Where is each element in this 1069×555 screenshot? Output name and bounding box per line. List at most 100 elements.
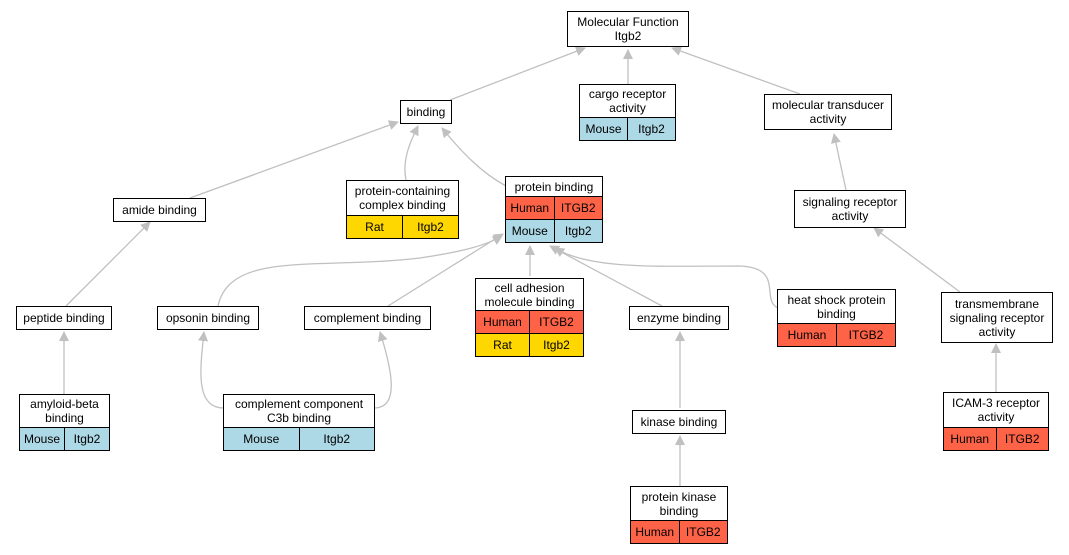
- species-cell-human: Human: [631, 521, 679, 543]
- node-protein-kinase-binding[interactable]: protein kinase binding Human ITGB2: [630, 486, 728, 544]
- node-binding[interactable]: binding: [400, 100, 452, 124]
- gene-cell: ITGB2: [529, 311, 583, 333]
- node-cell-adhesion-molecule-binding[interactable]: cell adhesion molecule binding Human ITG…: [475, 278, 584, 357]
- gene-cell: Itgb2: [298, 428, 374, 450]
- gene-cell: Itgb2: [627, 118, 675, 140]
- node-title: protein-containing complex binding: [347, 181, 458, 215]
- edge-peptide-binding-to-amide-binding: [65, 221, 151, 307]
- species-cell-human: Human: [944, 428, 996, 450]
- species-row: Mouse Itgb2: [506, 219, 602, 242]
- species-row: Mouse Itgb2: [580, 117, 675, 140]
- gene-cell: ITGB2: [836, 324, 895, 346]
- node-protein-containing-complex-binding[interactable]: protein-containing complex binding Rat I…: [346, 180, 459, 239]
- node-title: Molecular Function Itgb2: [568, 12, 688, 46]
- node-label-line: signaling receptor: [949, 310, 1045, 325]
- node-title: complement component C3b binding: [224, 395, 374, 427]
- node-opsonin-binding[interactable]: opsonin binding: [157, 306, 259, 330]
- species-cell-human: Human: [506, 197, 554, 219]
- node-label-line: amide binding: [122, 203, 197, 217]
- node-enzyme-binding[interactable]: enzyme binding: [629, 306, 729, 330]
- species-row: Rat Itgb2: [347, 215, 458, 238]
- node-label-line: kinase binding: [640, 415, 718, 429]
- gene-cell: Itgb2: [402, 216, 458, 238]
- node-label-line: Itgb2: [614, 29, 642, 43]
- edge-binding-to-molecular-function: [449, 46, 586, 101]
- node-peptide-binding[interactable]: peptide binding: [16, 306, 112, 330]
- edge-signaling-receptor-activity-to-molecular-transducer-activity: [830, 133, 847, 191]
- edge-protein-containing-complex-binding-to-binding: [404, 125, 419, 181]
- node-title: transmembrane signaling receptor activit…: [942, 293, 1052, 342]
- node-transmembrane-signaling-receptor-activity[interactable]: transmembrane signaling receptor activit…: [941, 292, 1053, 343]
- node-complement-component-c3b-binding[interactable]: complement component C3b binding Mouse I…: [223, 394, 375, 451]
- node-title: opsonin binding: [158, 307, 258, 329]
- edge-molecular-transducer-activity-to-molecular-function: [671, 46, 801, 95]
- gene-cell: Itgb2: [64, 428, 109, 450]
- node-label-line: binding: [817, 306, 856, 321]
- node-label-line: ICAM-3 receptor: [951, 396, 1041, 410]
- edge-complement-component-c3b-binding-to-opsonin-binding: [198, 331, 225, 409]
- node-label-line: activity: [831, 209, 869, 223]
- edge-enzyme-binding-to-protein-binding: [549, 245, 663, 307]
- node-label-line: cell adhesion: [494, 280, 565, 295]
- node-title: complement binding: [305, 307, 430, 329]
- node-title: peptide binding: [17, 307, 111, 329]
- node-amide-binding[interactable]: amide binding: [113, 198, 206, 222]
- node-kinase-binding[interactable]: kinase binding: [632, 410, 726, 434]
- node-label-line: activity: [609, 101, 646, 115]
- species-row: Human ITGB2: [506, 196, 602, 219]
- node-title: signaling receptor activity: [795, 191, 905, 227]
- edge-protein-binding-to-binding: [441, 127, 507, 187]
- node-title: kinase binding: [633, 411, 725, 433]
- species-row: Mouse Itgb2: [224, 427, 374, 450]
- node-label-line: protein binding: [514, 179, 594, 194]
- node-label-line: molecule binding: [484, 294, 575, 309]
- node-label-line: opsonin binding: [165, 311, 251, 325]
- species-cell-human: Human: [476, 311, 529, 333]
- node-cargo-receptor-activity[interactable]: cargo receptor activity Mouse Itgb2: [579, 84, 676, 141]
- edge-amide-binding-to-binding: [189, 120, 399, 199]
- species-cell-rat: Rat: [347, 216, 402, 238]
- node-label-line: binding: [45, 411, 84, 425]
- species-row: Human ITGB2: [944, 427, 1048, 450]
- node-label-line: heat shock protein: [787, 292, 886, 307]
- node-label-line: binding: [406, 105, 446, 119]
- species-row: Human ITGB2: [778, 323, 895, 346]
- node-label-line: complement component: [234, 397, 364, 411]
- edge-heat-shock-protein-binding-to-protein-binding: [554, 247, 779, 309]
- species-cell-mouse: Mouse: [224, 428, 299, 450]
- node-signaling-receptor-activity[interactable]: signaling receptor activity: [794, 190, 906, 228]
- species-cell-human: Human: [778, 324, 836, 346]
- node-label-line: complex binding: [359, 198, 446, 212]
- node-title: ICAM-3 receptor activity: [944, 393, 1048, 427]
- node-complement-binding[interactable]: complement binding: [304, 306, 431, 330]
- node-protein-binding[interactable]: protein binding Human ITGB2 Mouse Itgb2: [505, 176, 603, 243]
- species-row: Human ITGB2: [476, 310, 583, 333]
- gene-cell: ITGB2: [553, 197, 602, 219]
- species-cell-rat: Rat: [476, 334, 529, 356]
- edge-complement-binding-to-protein-binding: [387, 233, 504, 307]
- node-label-line: activity: [809, 112, 847, 126]
- node-title: heat shock protein binding: [778, 290, 895, 323]
- node-molecular-transducer-activity[interactable]: molecular transducer activity: [764, 94, 892, 130]
- node-title: protein binding: [506, 177, 602, 196]
- node-amyloid-beta-binding[interactable]: amyloid-beta binding Mouse Itgb2: [19, 394, 110, 451]
- node-icam3-receptor-activity[interactable]: ICAM-3 receptor activity Human ITGB2: [943, 392, 1049, 451]
- node-label-line: complement binding: [313, 311, 422, 325]
- node-molecular-function[interactable]: Molecular Function Itgb2: [567, 11, 689, 47]
- species-row: Rat Itgb2: [476, 333, 583, 356]
- node-heat-shock-protein-binding[interactable]: heat shock protein binding Human ITGB2: [777, 289, 896, 347]
- species-row: Mouse Itgb2: [20, 427, 109, 450]
- node-label-line: activity: [977, 410, 1015, 424]
- node-title: molecular transducer activity: [765, 95, 891, 129]
- node-title: amyloid-beta binding: [20, 395, 109, 427]
- species-cell-mouse: Mouse: [506, 220, 554, 242]
- node-title: cargo receptor activity: [580, 85, 675, 117]
- node-label-line: signaling receptor: [802, 195, 898, 209]
- species-row: Human ITGB2: [631, 520, 727, 543]
- node-label-line: Molecular Function: [577, 15, 679, 29]
- species-cell-mouse: Mouse: [20, 428, 64, 450]
- node-label-line: molecular transducer: [771, 98, 885, 112]
- node-label-line: cargo receptor: [588, 87, 667, 101]
- edge-complement-component-c3b-binding-to-complement-binding: [373, 331, 392, 409]
